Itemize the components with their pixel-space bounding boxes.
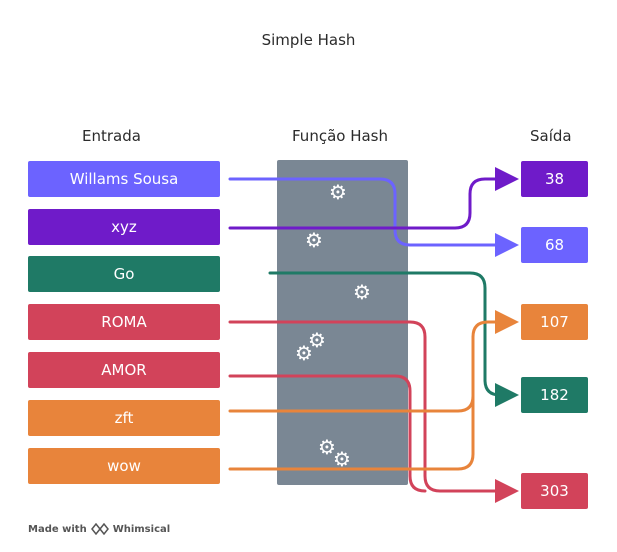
diagram-title: Simple Hash [261, 31, 356, 49]
wire-wow-to-107 [228, 335, 475, 471]
input-roma: ROMA [28, 304, 220, 340]
output-68: 68 [521, 227, 588, 263]
input-zft: zft [28, 400, 220, 436]
wire-go-to-182 [268, 271, 519, 407]
whimsical-logo-icon [90, 523, 109, 535]
gear-icon: ⚙ [318, 435, 336, 459]
made-with-footer[interactable]: Made with Whimsical [28, 523, 170, 535]
gear-icon: ⚙ [305, 228, 323, 252]
wire-xyz-to-38 [228, 167, 519, 230]
output-303: 303 [521, 473, 588, 509]
made-with-label: Made with [28, 523, 87, 535]
output-107: 107 [521, 304, 588, 340]
input-go: Go [28, 256, 220, 292]
wire-zft-to-107 [228, 310, 519, 413]
input-wow: wow [28, 448, 220, 484]
wire-amor-to-303 [228, 374, 427, 493]
input-column-header: Entrada [82, 127, 141, 145]
gear-icon: ⚙ [329, 180, 347, 204]
wire-willams-to-68 [228, 177, 519, 257]
wire-roma-to-303 [228, 320, 519, 503]
input-amor: AMOR [28, 352, 220, 388]
input-willams-sousa: Willams Sousa [28, 161, 220, 197]
gear-icon: ⚙ [308, 328, 326, 352]
gear-icon: ⚙ [295, 341, 313, 365]
gear-icon: ⚙ [333, 447, 351, 471]
output-182: 182 [521, 377, 588, 413]
hash-column-header: Função Hash [292, 127, 388, 145]
brand-name: Whimsical [112, 523, 171, 535]
gear-icon: ⚙ [353, 280, 371, 304]
output-38: 38 [521, 161, 588, 197]
input-xyz: xyz [28, 209, 220, 245]
output-column-header: Saída [530, 127, 572, 145]
